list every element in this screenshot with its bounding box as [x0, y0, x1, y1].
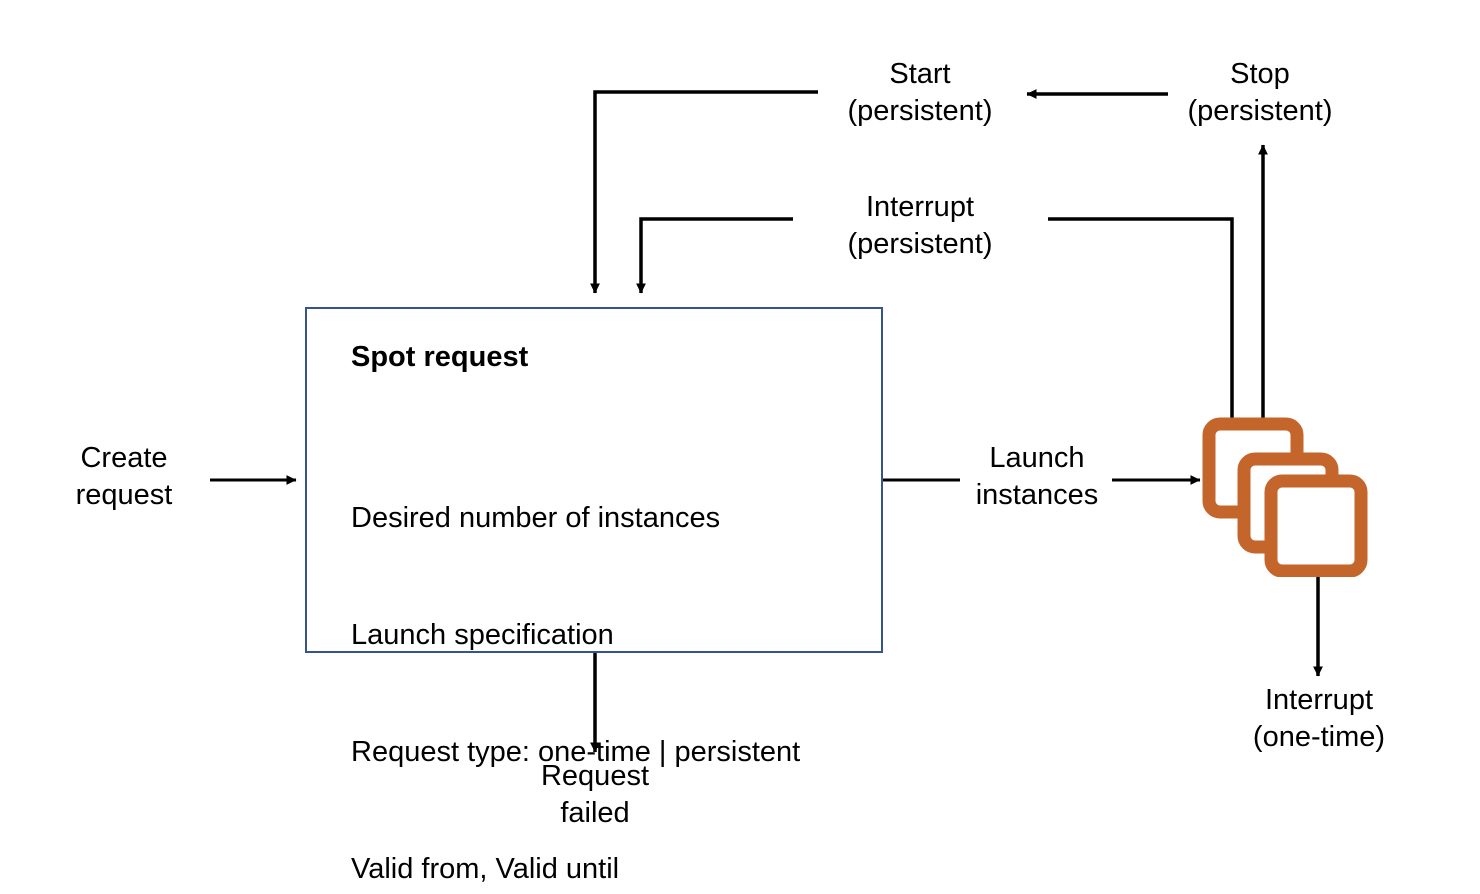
- spot-request-attribute: Desired number of instances: [351, 502, 721, 534]
- label-create-request: Create request: [75, 442, 173, 512]
- spot-request-box: Spot request Desired number of instances…: [305, 307, 883, 885]
- label-start-persistent: Start (persistent): [847, 58, 993, 128]
- spot-request-attribute: Launch specification: [351, 619, 614, 651]
- spot-request-heading: Spot request: [351, 341, 529, 373]
- label-stop-persistent: Stop (persistent): [1187, 58, 1333, 128]
- label-launch-instances: Launch instances: [975, 442, 1099, 512]
- spot-request-attribute: Request type: one-time | persistent: [351, 736, 801, 768]
- stacked-instances-icon: [1202, 417, 1368, 577]
- spot-request-attribute: Valid from, Valid until: [351, 853, 620, 885]
- interrupt-persistent-source-edge: [1048, 217, 1234, 420]
- label-interrupt-one-time: Interrupt (one-time): [1252, 684, 1386, 754]
- label-request-failed: Request failed: [540, 760, 649, 830]
- spot-request-attribute-list: Desired number of instances Launch speci…: [351, 421, 800, 894]
- start-persistent-edge: [590, 90, 818, 294]
- label-interrupt-persistent: Interrupt (persistent): [847, 191, 993, 261]
- interrupt-persistent-edge: [636, 217, 793, 294]
